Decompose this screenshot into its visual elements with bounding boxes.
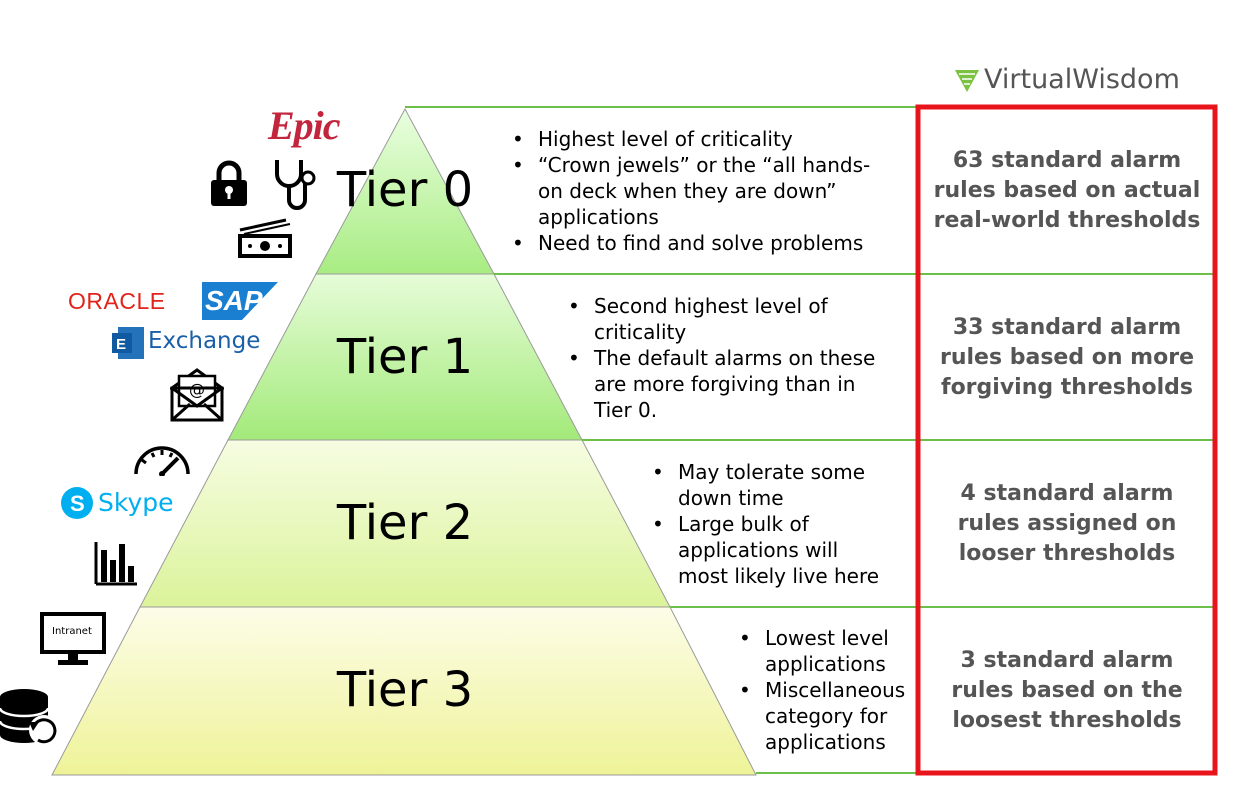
tier-0-label: Tier 0 bbox=[336, 162, 474, 218]
lock-icon bbox=[211, 160, 247, 206]
bullet-item: Highest level of criticality bbox=[510, 126, 882, 152]
sap-logo-shape bbox=[202, 282, 278, 320]
tier-2-bullets: May tolerate some down time Large bulk o… bbox=[650, 459, 888, 589]
brand-mark-icon bbox=[955, 70, 979, 92]
exchange-logo-text: Exchange bbox=[148, 328, 261, 354]
bullet-item: Second highest level of criticality bbox=[566, 293, 886, 345]
tier-1-bullets: Second highest level of criticality The … bbox=[566, 293, 886, 423]
email-icon: @ bbox=[170, 368, 224, 422]
tier-3-alarm-rules: 3 standard alarm rules based on the loos… bbox=[951, 648, 1183, 733]
money-icon bbox=[238, 218, 292, 258]
exchange-mark-icon: E bbox=[112, 327, 144, 359]
skype-logo-text: Skype bbox=[98, 488, 174, 517]
tier-1-label: Tier 1 bbox=[336, 329, 474, 385]
bullet-item: Lowest level applications bbox=[737, 625, 913, 677]
stethoscope-icon bbox=[275, 160, 316, 210]
skype-logo: S Skype bbox=[60, 486, 174, 522]
bar-chart-icon bbox=[94, 542, 137, 586]
bullet-item: May tolerate some down time bbox=[650, 459, 888, 511]
database-restore-icon bbox=[0, 689, 59, 745]
monitor-icon bbox=[40, 612, 106, 665]
bullet-item: Need to find and solve problems bbox=[510, 230, 882, 256]
tier-0-alarm-rules: 63 standard alarm rules based on actual … bbox=[933, 148, 1201, 233]
alarm-rules-highlight bbox=[915, 104, 1218, 776]
brand-name-wisdom: Wisdom bbox=[1072, 64, 1180, 95]
bullet-item: The default alarms on these are more for… bbox=[566, 345, 886, 423]
tier-1-alarm-rules: 33 standard alarm rules based on more fo… bbox=[940, 315, 1194, 400]
intranet-label: Intranet bbox=[52, 626, 92, 637]
tier-3-band bbox=[51, 606, 757, 776]
skype-mark-icon: S bbox=[61, 487, 93, 519]
exchange-logo: E Exchange bbox=[112, 326, 260, 360]
tier-2-alarm-rules: 4 standard alarm rules assigned on loose… bbox=[957, 481, 1177, 566]
bullet-item: Large bulk of applications will most lik… bbox=[650, 511, 888, 589]
bullet-item: Miscellaneous category for applications bbox=[737, 677, 913, 755]
virtualwisdom-logo: VirtualWisdom bbox=[954, 64, 1184, 98]
sap-logo-text: SAP bbox=[205, 285, 263, 316]
tier-2-label: Tier 2 bbox=[336, 495, 474, 551]
tier-0-bullets: Highest level of criticality “Crown jewe… bbox=[510, 126, 882, 256]
tier-3-label: Tier 3 bbox=[336, 662, 474, 718]
bullet-item: “Crown jewels” or the “all hands-on deck… bbox=[510, 152, 882, 230]
oracle-logo: ORACLE bbox=[68, 288, 166, 314]
brand-name-virtual: Virtual bbox=[984, 64, 1073, 95]
speedometer-icon bbox=[134, 446, 190, 476]
svg-text:E: E bbox=[116, 336, 126, 353]
sap-logo: SAP bbox=[202, 282, 278, 320]
svg-text:S: S bbox=[70, 491, 85, 516]
intranet-monitor: Intranet bbox=[40, 612, 108, 666]
tier-3-bullets: Lowest level applications Miscellaneous … bbox=[737, 625, 913, 755]
epic-logo: Epic bbox=[268, 103, 341, 148]
